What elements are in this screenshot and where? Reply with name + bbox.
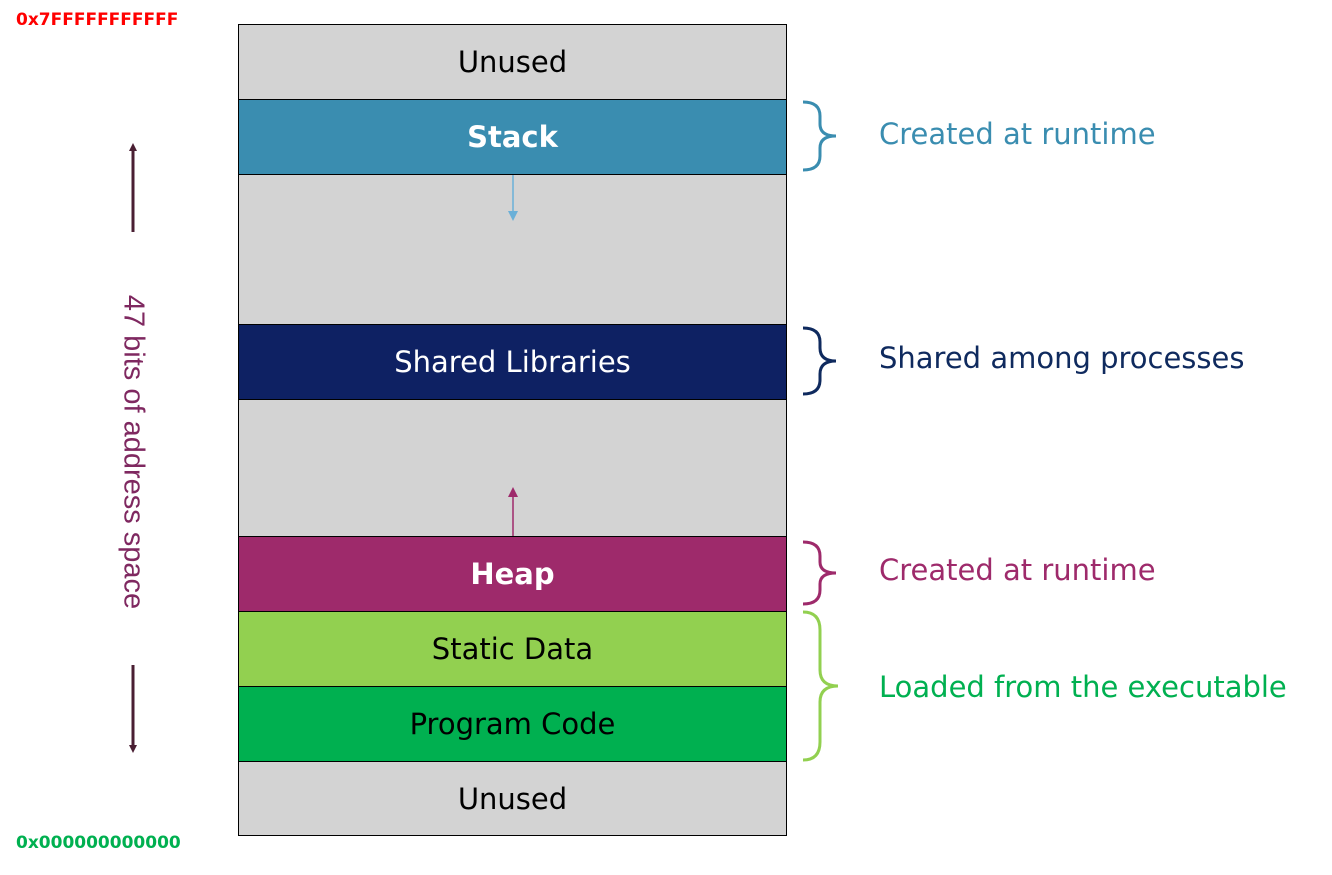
segment-unused-top: Unused [238, 24, 787, 100]
stack-brace [802, 100, 837, 172]
bottom-address-label: 0x000000000000 [16, 833, 181, 853]
shared-libraries-brace [802, 326, 837, 396]
heap-brace [802, 540, 837, 606]
annotation-shared-libraries: Shared among processes [879, 341, 1245, 375]
segment-static-data: Static Data [238, 611, 787, 687]
segment-program-code: Program Code [238, 686, 787, 762]
segment-stack: Stack [238, 99, 787, 175]
loaded-brace [802, 610, 839, 762]
top-address-label: 0x7FFFFFFFFFFF [16, 10, 179, 30]
annotation-heap: Created at runtime [879, 553, 1156, 587]
annotation-stack: Created at runtime [879, 117, 1156, 151]
segment-unused-bottom: Unused [238, 761, 787, 836]
annotation-loaded: Loaded from the executable [879, 670, 1287, 704]
